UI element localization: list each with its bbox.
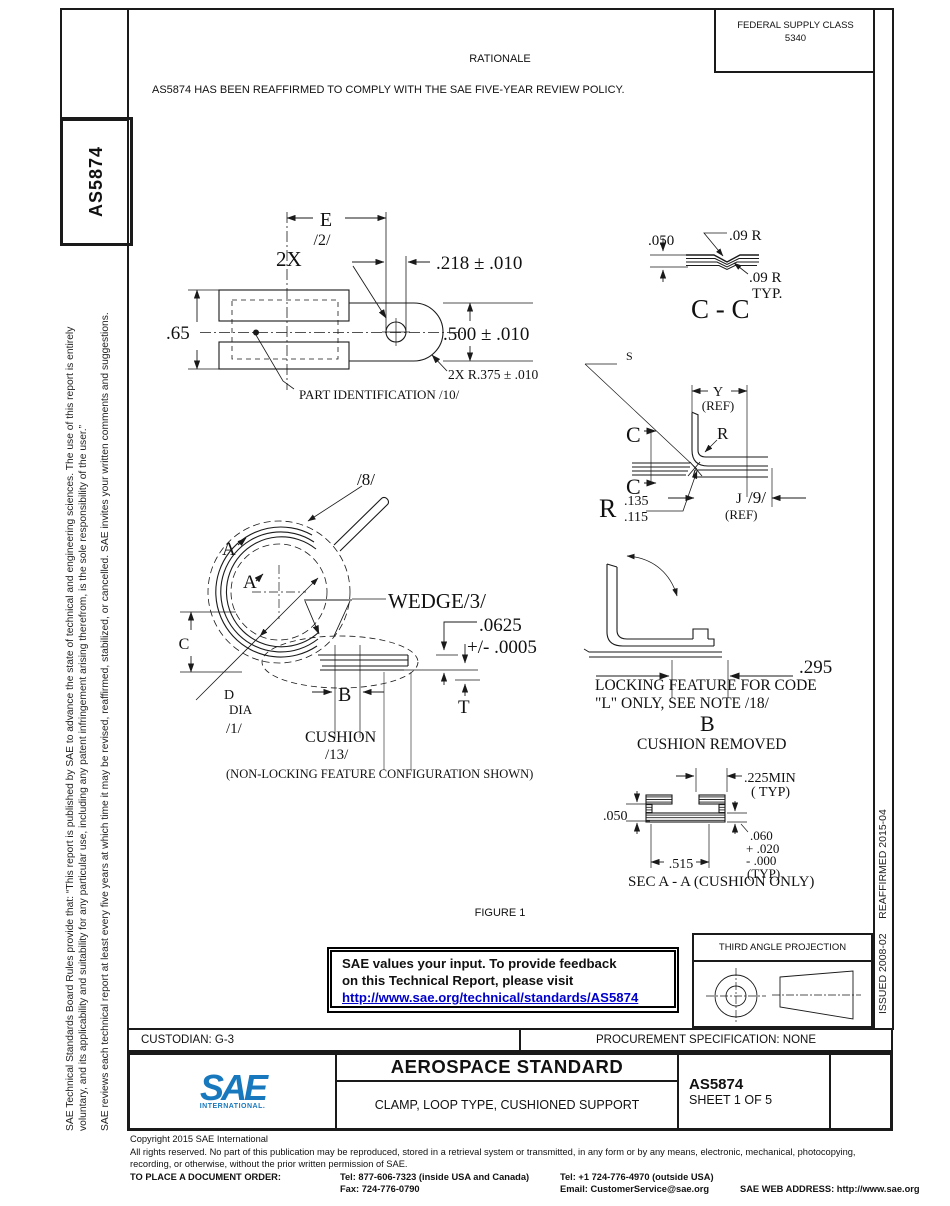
sheet-number: SHEET 1 OF 5 xyxy=(689,1093,773,1107)
rights-line-2: recording, or otherwise, without the pri… xyxy=(130,1159,408,1169)
web-address: SAE WEB ADDRESS: http://www.sae.org xyxy=(740,1184,920,1194)
feedback-line-1: SAE values your input. To provide feedba… xyxy=(342,956,617,971)
left-top-empty-box xyxy=(60,8,129,121)
copyright-line: Copyright 2015 SAE International xyxy=(130,1134,268,1144)
disclaimer-line-2: voluntary, and its applicability and sui… xyxy=(78,424,89,1131)
title-cell: AEROSPACE STANDARD CLAMP, LOOP TYPE, CUS… xyxy=(337,1055,679,1128)
disclaimer-line-1: SAE Technical Standards Board Rules prov… xyxy=(65,326,76,1131)
rationale-heading: RATIONALE xyxy=(469,53,531,65)
copyright-block: Copyright 2015 SAE International All rig… xyxy=(130,1133,920,1196)
fax-number: Fax: 724-776-0790 xyxy=(340,1184,420,1194)
sidebar-disclaimer: SAE Technical Standards Board Rules prov… xyxy=(64,247,112,1131)
federal-supply-class-label: FEDERAL SUPPLY CLASS xyxy=(737,20,854,31)
title-block-empty-cell xyxy=(831,1055,890,1128)
sae-logo-subtext: INTERNATIONAL. xyxy=(199,1103,266,1110)
tel-inside: Tel: 877-606-7323 (inside USA and Canada… xyxy=(340,1171,530,1182)
custodian-cell: CUSTODIAN: G-3 xyxy=(129,1030,521,1050)
third-angle-projection-box: THIRD ANGLE PROJECTION xyxy=(692,933,873,1028)
procurement-cell: PROCUREMENT SPECIFICATION: NONE xyxy=(595,1034,816,1046)
drawing-frame xyxy=(127,8,875,1030)
order-label: TO PLACE A DOCUMENT ORDER: xyxy=(130,1171,281,1182)
federal-supply-class-value: 5340 xyxy=(784,33,807,44)
sae-logo: SAE INTERNATIONAL. xyxy=(130,1055,337,1128)
third-angle-projection-label: THIRD ANGLE PROJECTION xyxy=(694,935,871,962)
tel-outside: Tel: +1 724-776-4970 (outside USA) xyxy=(560,1171,714,1182)
doc-title: CLAMP, LOOP TYPE, CUSHIONED SUPPORT xyxy=(374,1098,640,1112)
reaffirmed-date: REAFFIRMED 2015-04 xyxy=(877,809,889,919)
feedback-link[interactable]: http://www.sae.org/technical/standards/A… xyxy=(342,990,639,1005)
disclaimer-line-3: SAE reviews each technical report at lea… xyxy=(100,312,111,1131)
title-block-upper-row: CUSTODIAN: G-3 PROCUREMENT SPECIFICATION… xyxy=(127,1028,893,1052)
issued-reaffirmed-vertical: ISSUED 2008-02 REAFFIRMED 2015-04 xyxy=(877,694,889,1014)
feedback-box: SAE values your input. To provide feedba… xyxy=(327,947,679,1013)
federal-supply-class-box: FEDERAL SUPPLY CLASS 5340 xyxy=(714,8,875,73)
doc-number-vertical: AS5874 xyxy=(86,145,106,218)
doc-number-cell: AS5874 SHEET 1 OF 5 xyxy=(679,1055,831,1128)
figure-caption: FIGURE 1 xyxy=(474,907,526,919)
sae-logo-text: SAE xyxy=(199,1067,268,1108)
doc-number: AS5874 xyxy=(689,1076,744,1093)
title-block-main-row: SAE INTERNATIONAL. AEROSPACE STANDARD CL… xyxy=(127,1052,893,1131)
rationale-statement: AS5874 HAS BEEN REAFFIRMED TO COMPLY WIT… xyxy=(152,84,625,96)
rights-line-1: All rights reserved. No part of this pub… xyxy=(130,1146,856,1157)
issued-date: ISSUED 2008-02 xyxy=(877,933,889,1014)
feedback-line-2: on this Technical Report, please visit xyxy=(342,973,574,988)
doc-type: AEROSPACE STANDARD xyxy=(337,1055,677,1082)
doc-number-vertical-box: AS5874 xyxy=(60,117,133,246)
right-revision-column xyxy=(873,8,894,1030)
feedback-box-inner: SAE values your input. To provide feedba… xyxy=(330,950,676,1008)
email-address: Email: CustomerService@sae.org xyxy=(560,1184,710,1194)
